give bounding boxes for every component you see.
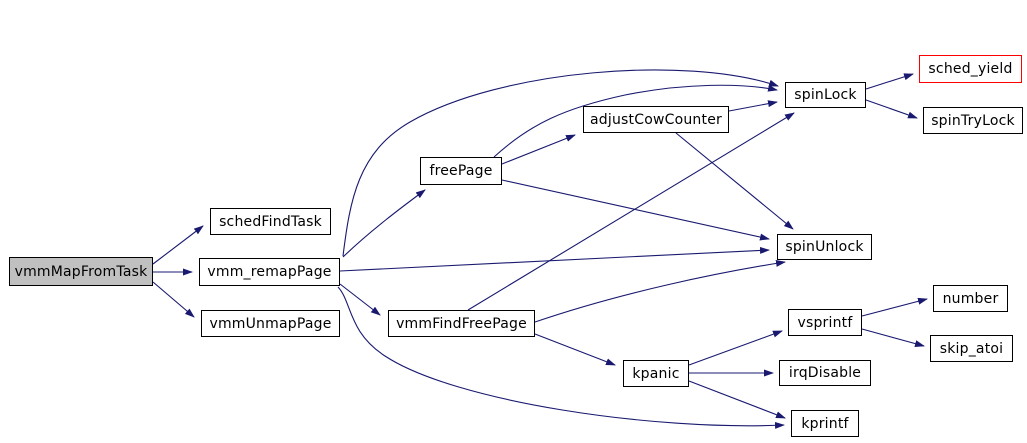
node-vmmFindFreePage[interactable]: vmmFindFreePage bbox=[388, 310, 535, 337]
node-label: spinLock bbox=[794, 87, 857, 103]
node-skip_atoi[interactable]: skip_atoi bbox=[930, 335, 1013, 362]
node-label: sched_yield bbox=[928, 61, 1013, 77]
node-kprintf[interactable]: kprintf bbox=[791, 410, 859, 437]
node-label: freePage bbox=[429, 163, 493, 179]
node-label: schedFindTask bbox=[219, 213, 322, 230]
edge-vmmMapFromTask-to-vmmUnmapPage bbox=[152, 281, 195, 318]
node-label: vmm_remapPage bbox=[207, 264, 332, 280]
node-vmm_remapPage[interactable]: vmm_remapPage bbox=[199, 258, 340, 286]
node-freePage[interactable]: freePage bbox=[420, 157, 502, 185]
edge-kpanic-to-kprintf bbox=[688, 380, 786, 419]
edge-vmm_remapPage-to-kprintf bbox=[337, 286, 785, 429]
edge-vmmFindFreePage-to-kpanic bbox=[534, 333, 616, 366]
edge-adjustCowCounter-to-spinUnlock bbox=[675, 132, 794, 230]
edge-adjustCowCounter-to-spinLock bbox=[728, 100, 778, 112]
edge-kpanic-to-vsprintf bbox=[688, 330, 783, 366]
node-label: kpanic bbox=[632, 365, 680, 382]
edge-vsprintf-to-skip_atoi bbox=[861, 328, 925, 347]
node-schedFindTask[interactable]: schedFindTask bbox=[210, 208, 331, 235]
edge-vmm_remapPage-to-vmmFindFreePage bbox=[339, 283, 381, 316]
edge-vmmMapFromTask-to-schedFindTask bbox=[152, 225, 204, 265]
node-vmmUnmapPage[interactable]: vmmUnmapPage bbox=[201, 310, 340, 337]
node-vmmMapFromTask: vmmMapFromTask bbox=[9, 257, 153, 286]
node-label: vmmUnmapPage bbox=[209, 315, 332, 332]
node-label: adjustCowCounter bbox=[590, 111, 722, 128]
node-spinTryLock[interactable]: spinTryLock bbox=[923, 107, 1023, 134]
edge-vsprintf-to-number bbox=[861, 297, 928, 317]
node-label: kprintf bbox=[801, 415, 849, 432]
node-label: spinUnlock bbox=[785, 239, 864, 255]
edge-freePage-to-adjustCowCounter bbox=[501, 134, 576, 165]
node-adjustCowCounter[interactable]: adjustCowCounter bbox=[583, 106, 729, 133]
node-sched_yield[interactable]: sched_yield bbox=[919, 55, 1022, 83]
edge-vmmFindFreePage-to-spinUnlock bbox=[534, 259, 786, 323]
node-label: vmmFindFreePage bbox=[396, 315, 527, 332]
node-label: number bbox=[942, 290, 999, 307]
node-spinLock[interactable]: spinLock bbox=[785, 82, 866, 108]
edge-vmm_remapPage-to-spinLock bbox=[342, 69, 779, 257]
edge-spinLock-to-sched_yield bbox=[865, 73, 914, 90]
node-label: irqDisable bbox=[788, 365, 862, 381]
node-label: vmmMapFromTask bbox=[14, 263, 148, 280]
node-number[interactable]: number bbox=[933, 285, 1008, 312]
node-label: skip_atoi bbox=[939, 340, 1004, 357]
edge-freePage-to-spinUnlock bbox=[501, 179, 770, 241]
edge-vmm_remapPage-to-spinUnlock bbox=[339, 246, 770, 272]
node-kpanic[interactable]: kpanic bbox=[623, 360, 689, 387]
edge-freePage-to-spinLock bbox=[493, 84, 778, 158]
node-label: spinTryLock bbox=[931, 112, 1015, 129]
node-irqDisable[interactable]: irqDisable bbox=[779, 360, 871, 386]
edge-vmmFindFreePage-to-spinLock bbox=[467, 112, 795, 311]
edge-vmm_remapPage-to-freePage bbox=[342, 189, 426, 258]
edge-spinLock-to-spinTryLock bbox=[865, 99, 918, 119]
node-spinUnlock[interactable]: spinUnlock bbox=[777, 234, 872, 260]
node-label: vsprintf bbox=[797, 314, 853, 331]
node-vsprintf[interactable]: vsprintf bbox=[788, 309, 862, 336]
